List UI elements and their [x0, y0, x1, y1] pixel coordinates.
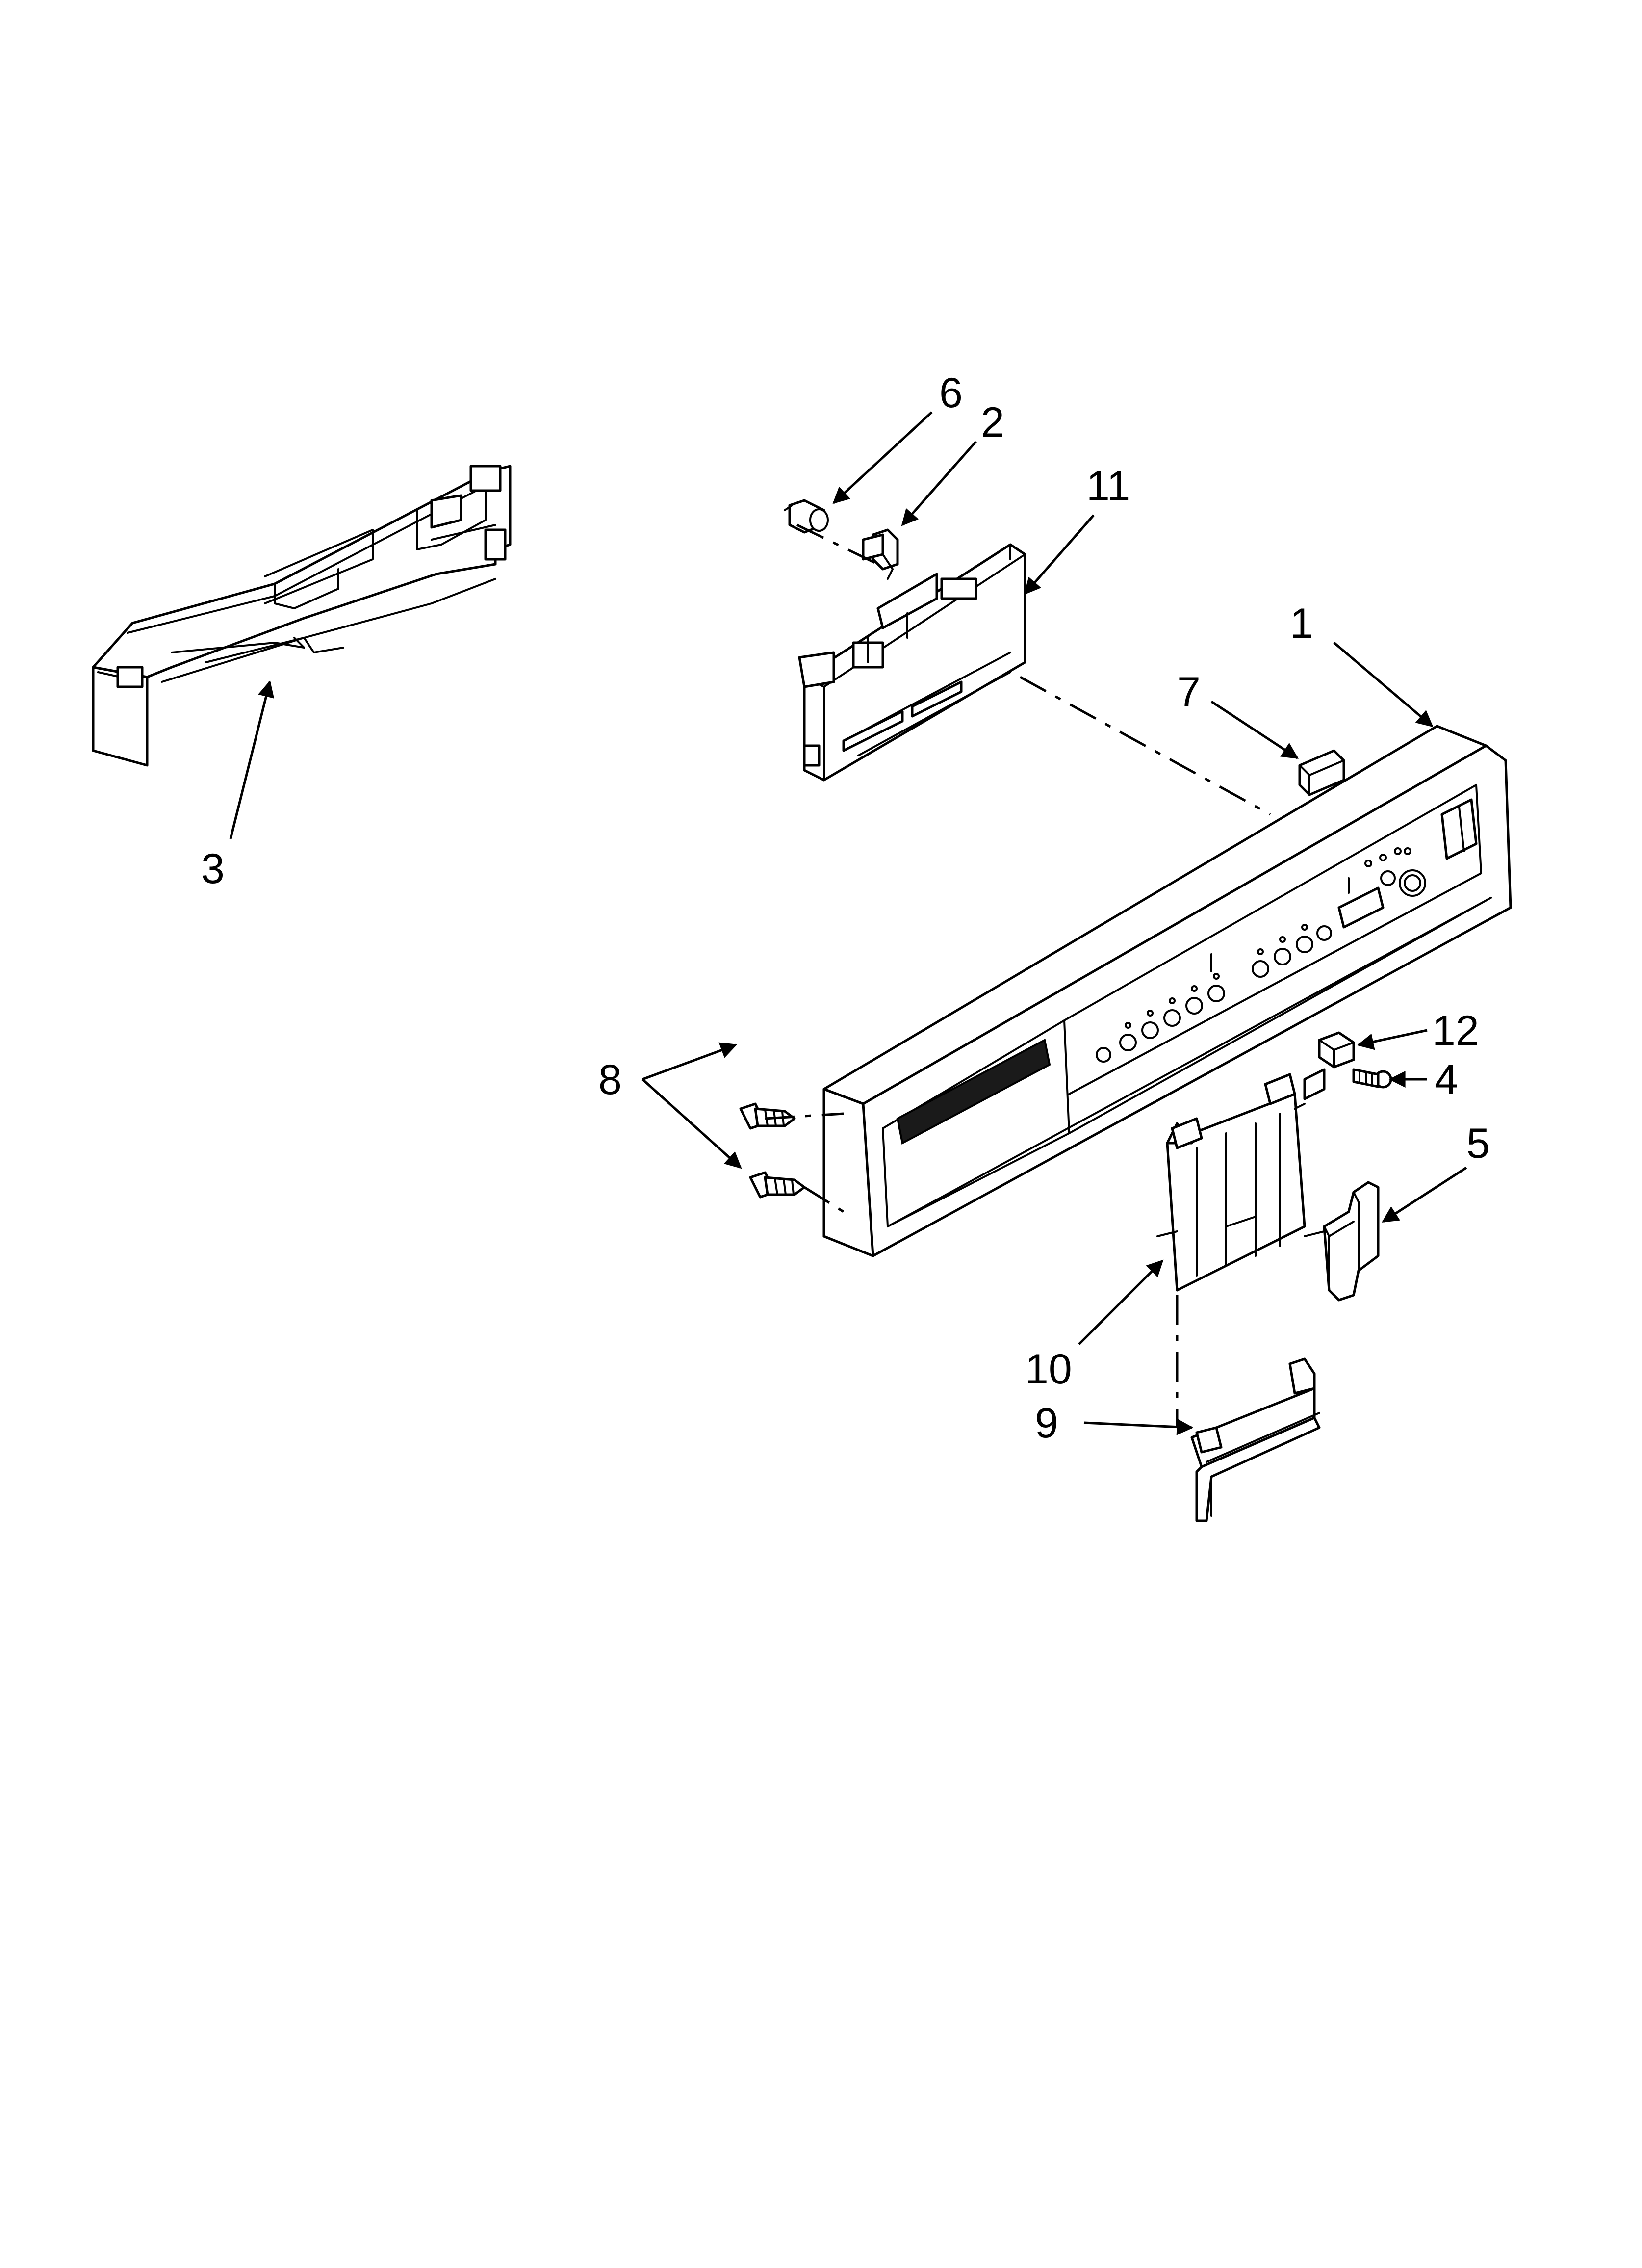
callout-11: 11 — [1086, 463, 1130, 510]
leader-lines — [229, 411, 1467, 1435]
part-5-latch — [1304, 1181, 1380, 1302]
callout-2: 2 — [981, 399, 1004, 446]
part-8-screw-bottom — [749, 1171, 806, 1199]
part-6-cap — [784, 499, 829, 534]
part-1-console-panel — [822, 725, 1512, 1257]
part-11-control-board — [798, 543, 1026, 782]
part-4-screw — [1352, 1068, 1392, 1089]
part-3-housing — [92, 465, 512, 767]
callout-4: 4 — [1435, 1056, 1458, 1103]
part-8-screw-top — [739, 1102, 796, 1130]
callout-6: 6 — [939, 369, 963, 417]
part-7-clip — [1298, 749, 1345, 796]
alignment-lines — [765, 523, 1271, 1428]
callout-7: 7 — [1177, 669, 1201, 716]
callout-5: 5 — [1466, 1120, 1490, 1167]
part-12-switch — [1318, 1031, 1355, 1069]
callout-9: 9 — [1035, 1400, 1058, 1447]
callout-labels: 6 2 11 1 7 3 8 12 4 5 10 9 — [201, 369, 1490, 1447]
part-9-bracket — [1190, 1357, 1321, 1522]
part-10-bracket — [1156, 1068, 1326, 1292]
callout-12: 12 — [1432, 1007, 1479, 1054]
callout-3: 3 — [201, 845, 225, 892]
callout-10: 10 — [1025, 1346, 1072, 1393]
callout-1: 1 — [1290, 600, 1313, 647]
part-2-clip — [862, 528, 899, 580]
callout-8: 8 — [598, 1056, 622, 1103]
